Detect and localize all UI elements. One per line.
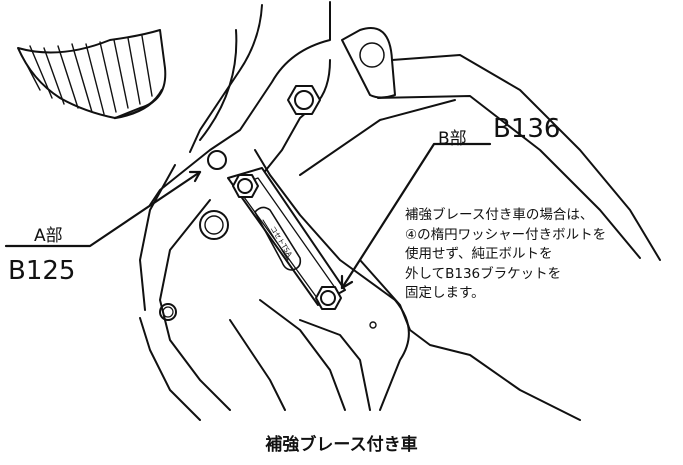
top-bolt bbox=[287, 85, 321, 115]
leader-line-b bbox=[340, 142, 492, 290]
bracket-bolt-lower bbox=[315, 286, 342, 310]
note-line: 固定します。 bbox=[405, 285, 485, 301]
instruction-note: 補強ブレース付き車の場合は、 ④の楕円ワッシャー付きボルトを 使用せず、純正ボル… bbox=[405, 206, 606, 304]
part-a-hole bbox=[207, 150, 227, 170]
part-b-code: B136 bbox=[493, 114, 561, 144]
note-line: 補強ブレース付き車の場合は、 bbox=[405, 207, 594, 223]
leader-line-a bbox=[4, 170, 202, 248]
frame-structure bbox=[139, 1, 661, 421]
part-a-label: A部 bbox=[34, 226, 63, 246]
note-line: 外してB136ブラケットを bbox=[405, 265, 562, 282]
note-line: ④の楕円ワッシャー付きボルトを bbox=[405, 226, 607, 243]
tire-illustration bbox=[17, 29, 167, 120]
part-b-label: B部 bbox=[438, 129, 467, 149]
figure-caption: 補強ブレース付き車 bbox=[265, 435, 418, 455]
note-line: 使用せず、純正ボルトを bbox=[405, 246, 553, 262]
part-a-code: B125 bbox=[8, 256, 76, 286]
bracket-bolt-upper bbox=[232, 174, 259, 198]
